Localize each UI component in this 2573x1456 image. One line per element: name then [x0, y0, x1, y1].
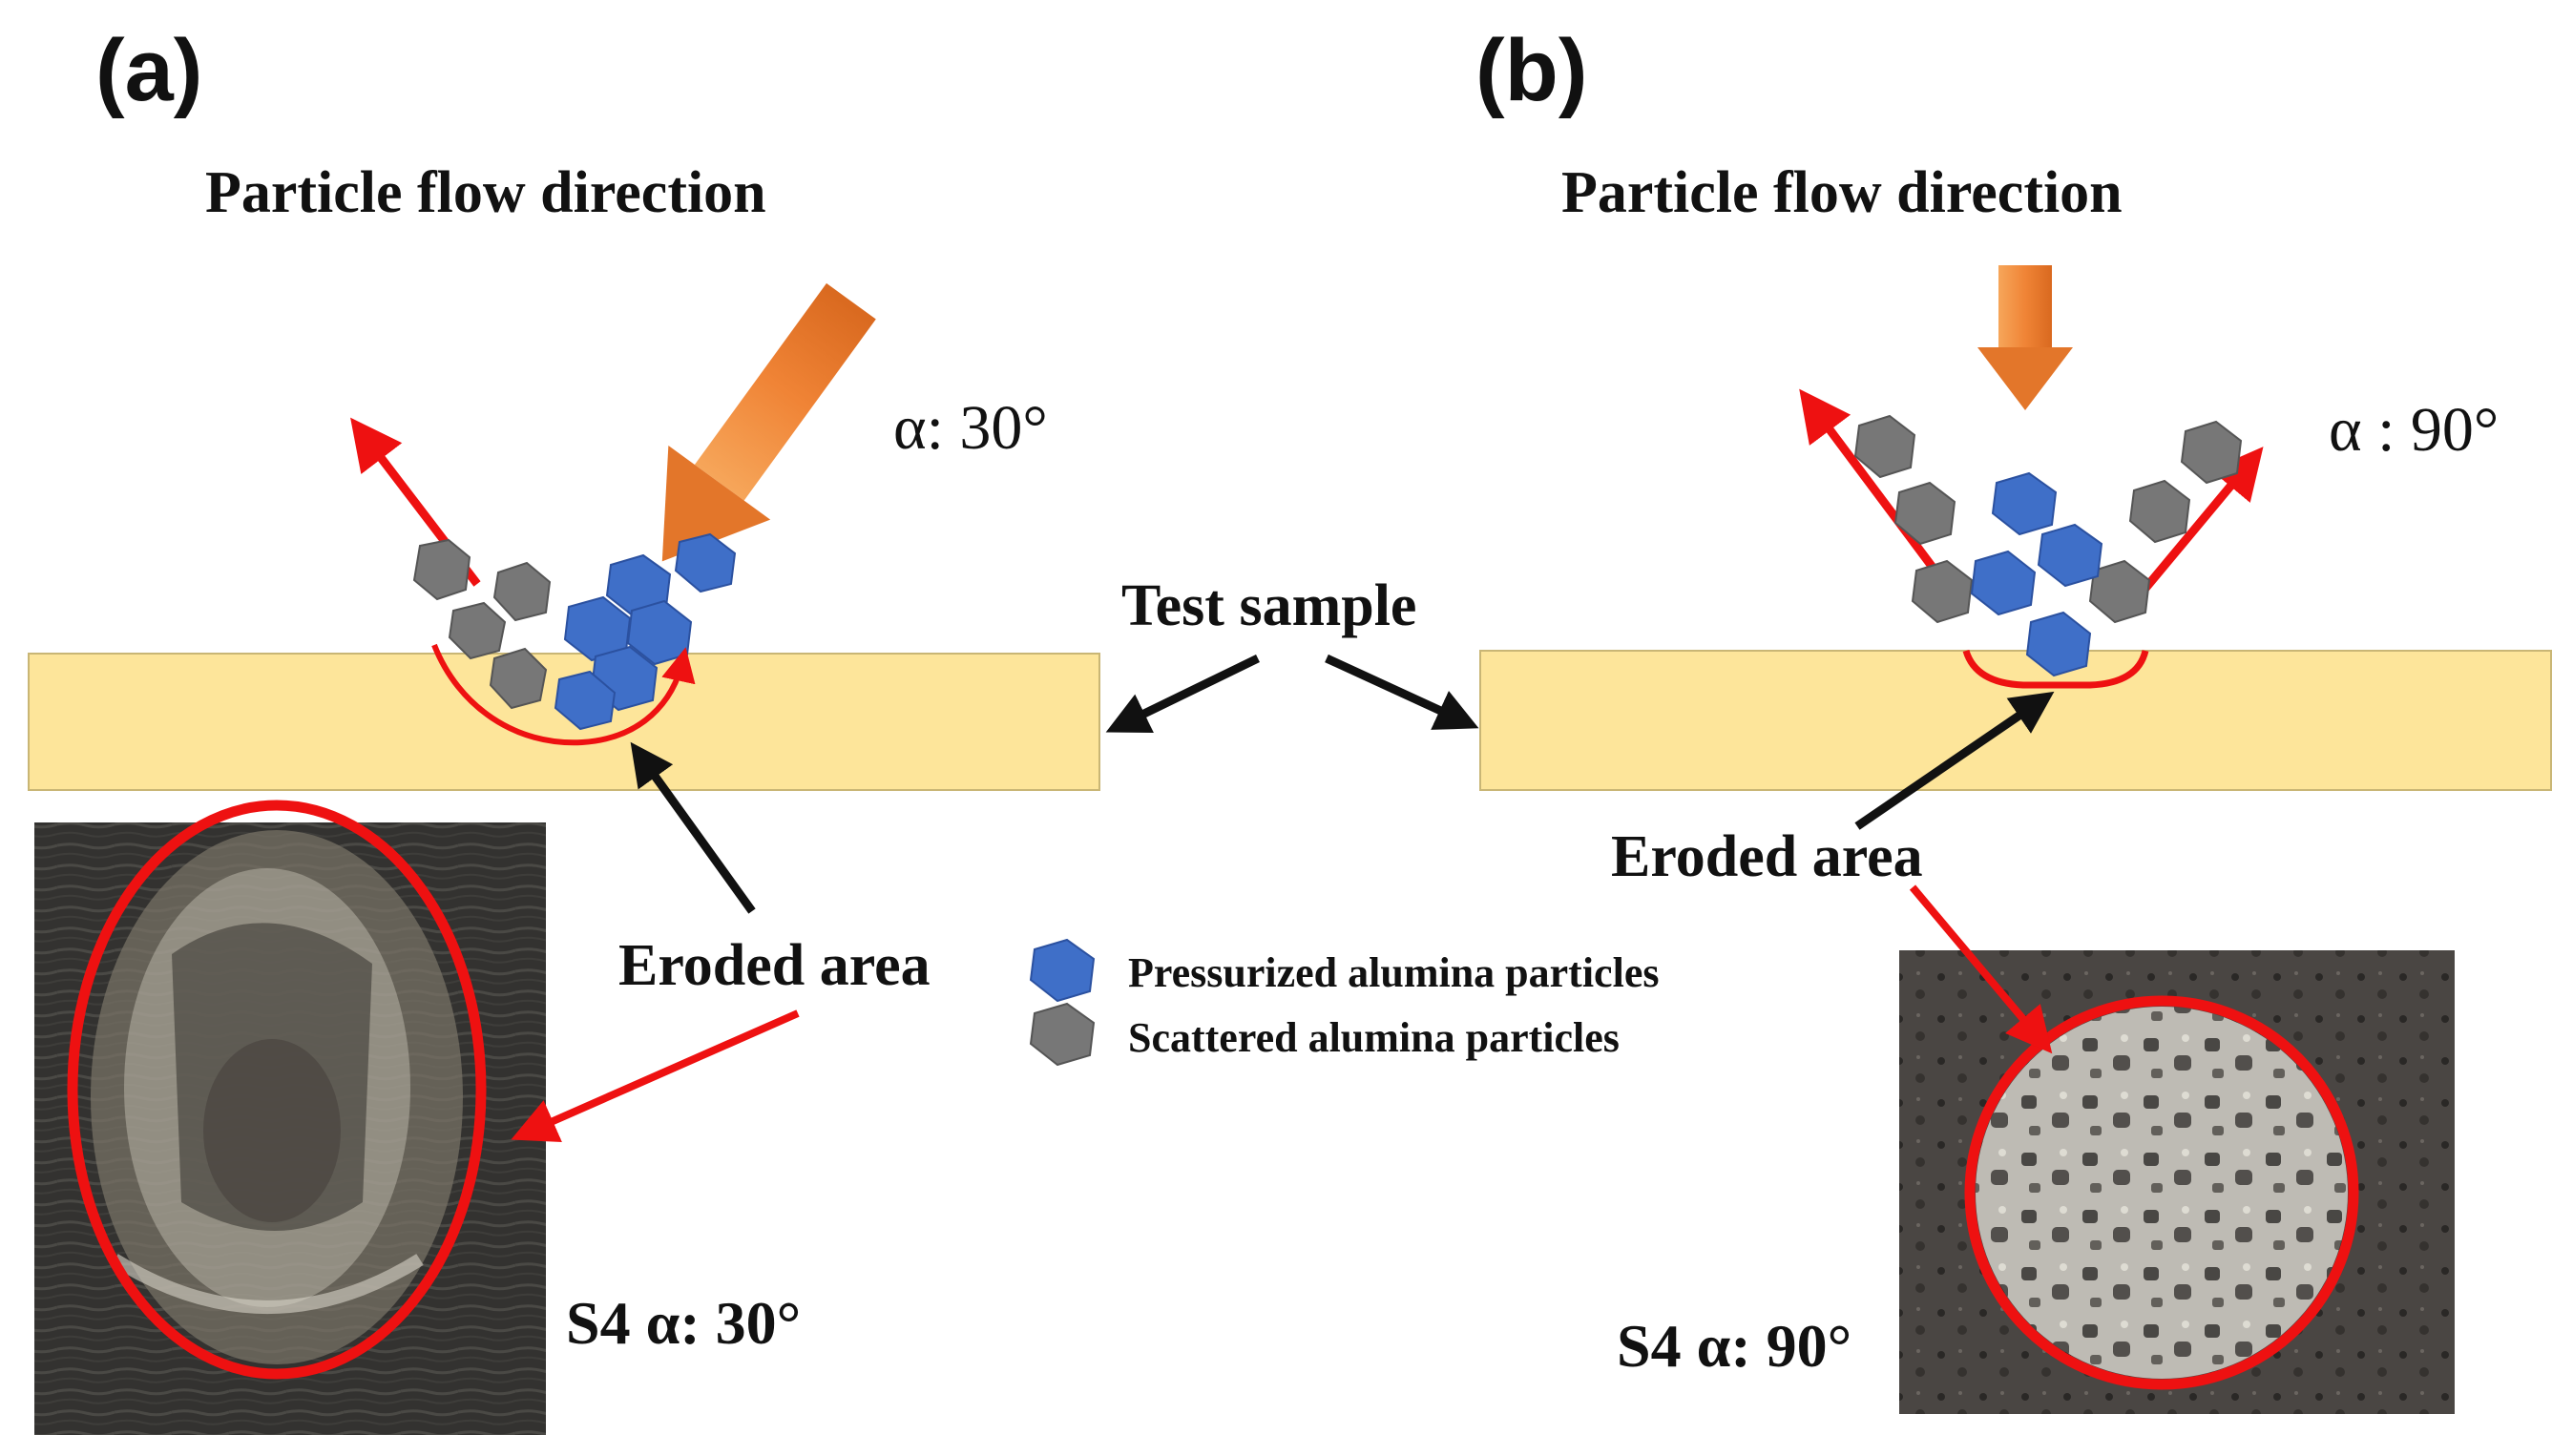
- center: Test sample Pressurized alumina particle…: [1029, 573, 1659, 1067]
- panel-a-scattered-particles: [412, 538, 552, 710]
- panel-a-label: (a): [95, 22, 202, 119]
- panel-a: (a) Particle flow direction: [28, 22, 1100, 1435]
- panel-b-photo-caption: S4 α: 90°: [1617, 1312, 1851, 1380]
- panel-b-erosion-circle: [1964, 995, 2359, 1390]
- panel-b-erosion-arc: [1962, 649, 2149, 689]
- legend-scattered-swatch: [1029, 1002, 1096, 1067]
- panel-b-flow-arrow: [1977, 265, 2073, 410]
- legend-pressurized-label: Pressurized alumina particles: [1128, 949, 1659, 996]
- panel-a-flow-title: Particle flow direction: [205, 160, 766, 225]
- panel-b-scattered-particles: [1853, 414, 2243, 624]
- panel-a-erosion-arc: [431, 643, 696, 746]
- panel-a-eroded-pointer: [630, 741, 756, 914]
- panel-a-photo-pointer: [511, 1009, 800, 1143]
- test-sample-pointer-left: [1105, 654, 1260, 734]
- panel-a-test-sample-bar: [28, 653, 1100, 791]
- legend-pressurized-swatch: [1029, 938, 1096, 1003]
- panel-a-eroded-label: Eroded area: [618, 933, 931, 998]
- panel-a-photo: [34, 822, 546, 1435]
- panel-b-pressurized-particles: [1970, 471, 2103, 677]
- test-sample-pointer-right: [1325, 654, 1479, 730]
- panel-b-eroded-pointer: [1854, 691, 2055, 830]
- legend: Pressurized alumina particles Scattered …: [1029, 938, 1659, 1067]
- panel-b-photo: [1899, 950, 2455, 1414]
- test-sample-label: Test sample: [1121, 573, 1416, 638]
- legend-scattered-label: Scattered alumina particles: [1128, 1014, 1620, 1061]
- panel-b-photo-pointer: [1909, 884, 2053, 1054]
- panel-a-angle-label: α: 30°: [893, 393, 1048, 463]
- panel-a-photo-caption: S4 α: 30°: [566, 1289, 801, 1357]
- panel-a-erosion-circle: [67, 800, 487, 1380]
- panel-b-eroded-label: Eroded area: [1611, 824, 1923, 889]
- panel-b: (b) Particle flow direction: [1475, 22, 2552, 1414]
- panel-b-label: (b): [1475, 22, 1587, 119]
- panel-b-angle-label: α : 90°: [2329, 395, 2499, 465]
- panel-a-flow-arrow: [661, 282, 876, 562]
- panel-b-flow-title: Particle flow direction: [1561, 160, 2123, 225]
- panel-b-scatter-arrow-left: [1799, 388, 1946, 583]
